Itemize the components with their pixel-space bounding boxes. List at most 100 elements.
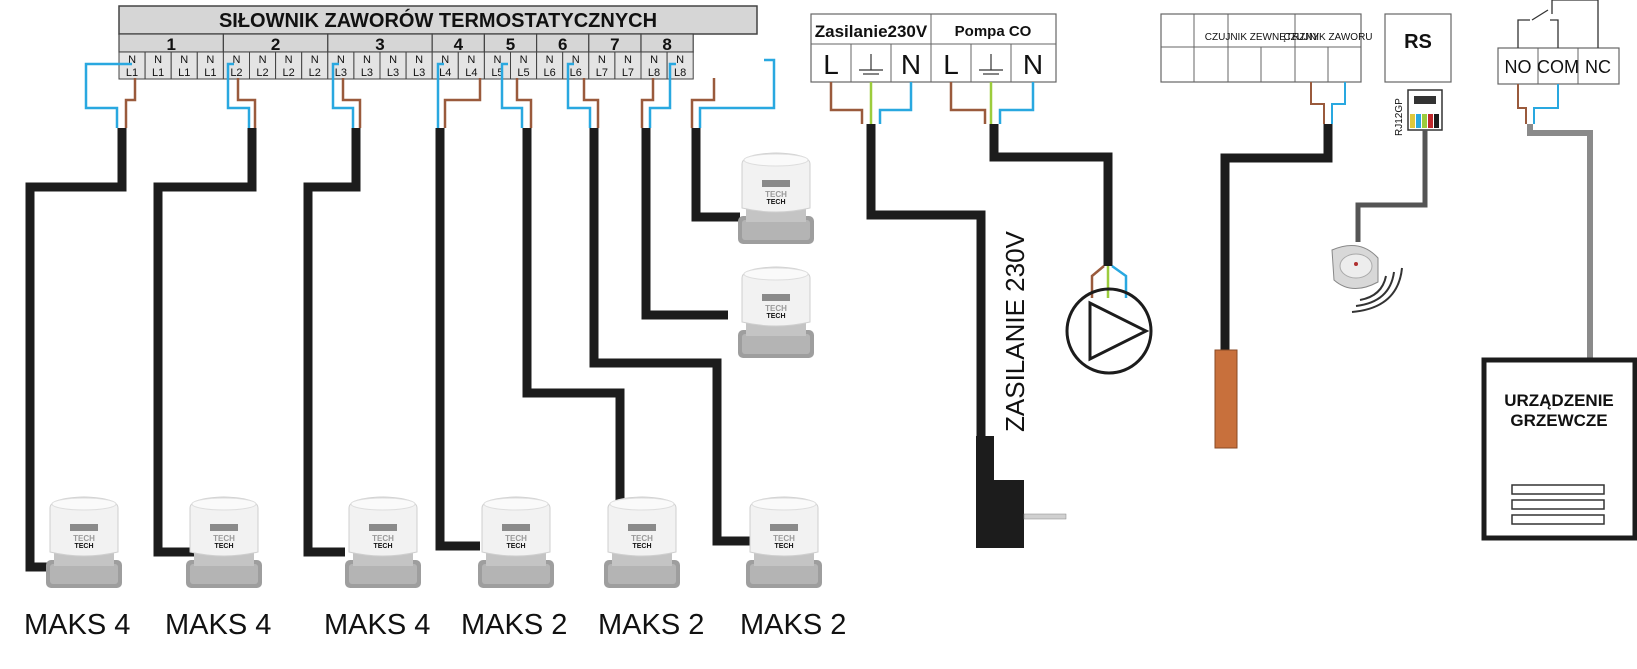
terminal-bottom-label: L1 bbox=[178, 67, 190, 79]
actuator-brand-5: TECH bbox=[632, 543, 651, 550]
ground-symbol-icon bbox=[859, 54, 883, 75]
terminal-16: NL5 bbox=[510, 51, 538, 80]
terminal-12: NL3 bbox=[405, 51, 433, 80]
terminal-bottom-label: L6 bbox=[570, 67, 582, 79]
terminal-3: NL1 bbox=[170, 51, 198, 80]
group-number-4: 4 bbox=[454, 35, 464, 54]
terminal-top-label: N bbox=[624, 54, 632, 66]
group-number-1: 1 bbox=[166, 35, 175, 54]
power-cable-label: ZASILANIE 230V bbox=[1000, 230, 1030, 432]
relay-terminal-nc: NC bbox=[1585, 57, 1611, 77]
terminal-1: NL1 bbox=[118, 51, 146, 80]
relay-terminal-no: NO bbox=[1505, 57, 1532, 77]
heating-device-label-line1: URZĄDZENIE bbox=[1504, 391, 1614, 410]
supply-title: Zasilanie230V bbox=[815, 22, 928, 41]
valve-sensor-label: CZUJNIK ZAWORU bbox=[1283, 32, 1372, 43]
terminal-bottom-label: L3 bbox=[413, 67, 425, 79]
terminal-bottom-label: L4 bbox=[439, 67, 451, 79]
terminal-bottom-label: L2 bbox=[309, 67, 321, 79]
terminal-13: NL4 bbox=[431, 51, 459, 80]
terminal-top-label: N bbox=[180, 54, 188, 66]
heating-device: URZĄDZENIE GRZEWCZE bbox=[1481, 357, 1637, 541]
power-pump-block: Zasilanie230V Pompa CO L N L N bbox=[810, 13, 1057, 83]
terminal-top-label: N bbox=[154, 54, 162, 66]
terminal-9: NL3 bbox=[327, 51, 355, 80]
terminal-4: NL1 bbox=[196, 51, 224, 80]
actuator-label-2: MAKS 4 bbox=[165, 609, 271, 641]
actuator-brand-4: TECH bbox=[506, 543, 525, 550]
terminal-top-label: N bbox=[546, 54, 554, 66]
rs-connector-label: RJ12GP bbox=[1394, 98, 1405, 136]
terminal-7: NL2 bbox=[275, 51, 303, 80]
group-number-7: 7 bbox=[610, 35, 619, 54]
terminal-bottom-label: L6 bbox=[544, 67, 556, 79]
ground-symbol-icon bbox=[979, 54, 1003, 75]
actuator-brand-6: TECH bbox=[774, 543, 793, 550]
cable-actuator-5 bbox=[522, 128, 625, 500]
terminal-top-label: N bbox=[337, 54, 345, 66]
actuator-label-3: MAKS 4 bbox=[324, 609, 430, 641]
pump-cable bbox=[949, 82, 1128, 298]
terminal-top-label: N bbox=[441, 54, 449, 66]
terminal-top-label: N bbox=[598, 54, 606, 66]
terminal-top-label: N bbox=[259, 54, 267, 66]
terminal-bottom-label: L2 bbox=[256, 67, 268, 79]
temperature-sensor-probe bbox=[1214, 349, 1238, 449]
terminal-20: NL7 bbox=[614, 51, 642, 80]
terminal-bottom-label: L7 bbox=[622, 67, 634, 79]
valve-sensor-cable bbox=[1220, 82, 1346, 350]
terminal-top-label: N bbox=[467, 54, 475, 66]
terminal-bottom-label: L5 bbox=[517, 67, 529, 79]
terminal-top-label: N bbox=[128, 54, 136, 66]
terminal-2: NL1 bbox=[144, 51, 172, 80]
terminal-8: NL2 bbox=[301, 51, 329, 80]
terminal-top-label: N bbox=[311, 54, 319, 66]
terminal-top-label: N bbox=[520, 54, 528, 66]
terminal-bottom-label: L2 bbox=[283, 67, 295, 79]
pump-terminal-n: N bbox=[1023, 49, 1043, 80]
terminal-bottom-label: L2 bbox=[230, 67, 242, 79]
group-number-5: 5 bbox=[506, 35, 515, 54]
terminal-21: NL8 bbox=[640, 51, 668, 80]
terminal-22: NL8 bbox=[666, 51, 694, 80]
terminal-top-label: N bbox=[389, 54, 397, 66]
pump-title: Pompa CO bbox=[955, 23, 1032, 40]
wireless-module-icon bbox=[1331, 245, 1403, 313]
actuator-label-6: MAKS 2 bbox=[740, 609, 846, 641]
actuator-labels: MAKS 4 MAKS 4 MAKS 4 MAKS 2 MAKS 2 MAKS … bbox=[24, 609, 846, 641]
terminal-top-label: N bbox=[206, 54, 214, 66]
terminal-top-label: N bbox=[493, 54, 501, 66]
actuator-brand-2: TECH bbox=[214, 543, 233, 550]
terminal-bottom-label: L1 bbox=[126, 67, 138, 79]
terminal-10: NL3 bbox=[353, 51, 381, 80]
rs-title: RS bbox=[1404, 31, 1432, 53]
terminal-bottom-label: L4 bbox=[465, 67, 477, 79]
group-number-6: 6 bbox=[558, 35, 567, 54]
pump-terminal-l: L bbox=[943, 49, 959, 80]
terminal-15: NL5 bbox=[483, 51, 511, 80]
supply-terminal-l: L bbox=[823, 49, 839, 80]
sensor-block: CZUJNIK ZEWNĘTRZNY CZUJNIK ZAWORU bbox=[1160, 13, 1373, 83]
terminal-top-label: N bbox=[415, 54, 423, 66]
terminal-bottom-label: L1 bbox=[152, 67, 164, 79]
cable-actuator-2 bbox=[153, 128, 257, 557]
terminal-top-label: N bbox=[650, 54, 658, 66]
supply-terminal-n: N bbox=[901, 49, 921, 80]
relay-terminal-com: COM bbox=[1537, 57, 1579, 77]
terminal-top-label: N bbox=[572, 54, 580, 66]
cable-actuator-8 bbox=[691, 128, 740, 222]
actuator-brand-8: TECH bbox=[766, 199, 785, 206]
rs-block: RS RJ12GP bbox=[1355, 13, 1452, 242]
terminal-bottom-label: L8 bbox=[674, 67, 686, 79]
terminal-bottom-label: L7 bbox=[596, 67, 608, 79]
terminal-6: NL2 bbox=[249, 51, 277, 80]
cable-actuator-6 bbox=[589, 128, 752, 546]
terminal-top-label: N bbox=[285, 54, 293, 66]
heating-device-cable bbox=[1517, 84, 1593, 360]
relay-block: NO COM NC bbox=[1497, 0, 1620, 85]
group-number-8: 8 bbox=[662, 35, 671, 54]
external-sensor-label: CZUJNIK ZEWNĘTRZNY bbox=[1205, 32, 1320, 43]
actuator-label-5: MAKS 2 bbox=[598, 609, 704, 641]
